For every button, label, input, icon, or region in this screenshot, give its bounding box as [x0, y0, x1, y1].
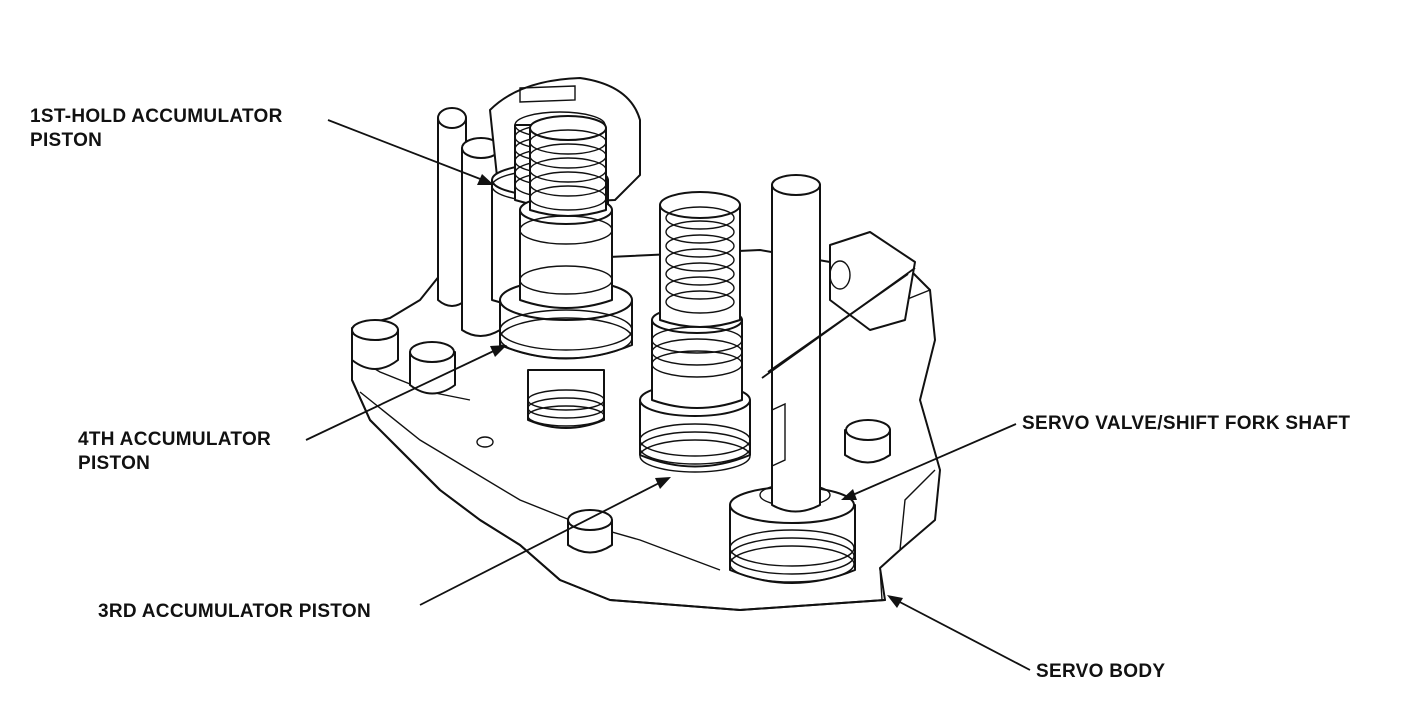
- plate-bosses: [351, 319, 891, 554]
- third-leader: [419, 477, 671, 606]
- servo-body-label: SERVO BODY: [1036, 660, 1165, 684]
- fourth-leader: [305, 345, 507, 441]
- third-accumulator-piston: [639, 191, 751, 473]
- servo-valve-shift-fork-shaft: [729, 174, 856, 584]
- fourth-accumulator-piston: [499, 115, 633, 429]
- fourth-label-line1: 4TH ACCUMULATOR: [78, 429, 272, 450]
- fourth-accumulator-label: 4TH ACCUMULATOR PISTON: [78, 428, 271, 476]
- leader-lines: [305, 119, 1031, 671]
- first-hold-accumulator-label: 1ST-HOLD ACCUMULATOR PISTON: [30, 105, 283, 153]
- bracket-leader: [761, 267, 916, 379]
- fourth-spring: [529, 115, 607, 217]
- servo-valve-leader: [841, 423, 1017, 500]
- servo-body-leader: [887, 595, 1031, 671]
- third-spring: [659, 191, 741, 328]
- servo-body-label-text: SERVO BODY: [1036, 661, 1166, 682]
- first-hold-label-line1: 1ST-HOLD ACCUMULATOR: [30, 106, 283, 127]
- right-bracket: [829, 231, 916, 331]
- fourth-label-line2: PISTON: [78, 453, 151, 474]
- servo-valve-label: SERVO VALVE/SHIFT FORK SHAFT: [1022, 412, 1350, 436]
- third-accumulator-label: 3RD ACCUMULATOR PISTON: [98, 600, 371, 624]
- servo-valve-label-text: SERVO VALVE/SHIFT FORK SHAFT: [1022, 413, 1351, 434]
- first-hold-leader: [327, 119, 494, 185]
- first-hold-label-line2: PISTON: [30, 130, 103, 151]
- third-label-text: 3RD ACCUMULATOR PISTON: [98, 601, 371, 622]
